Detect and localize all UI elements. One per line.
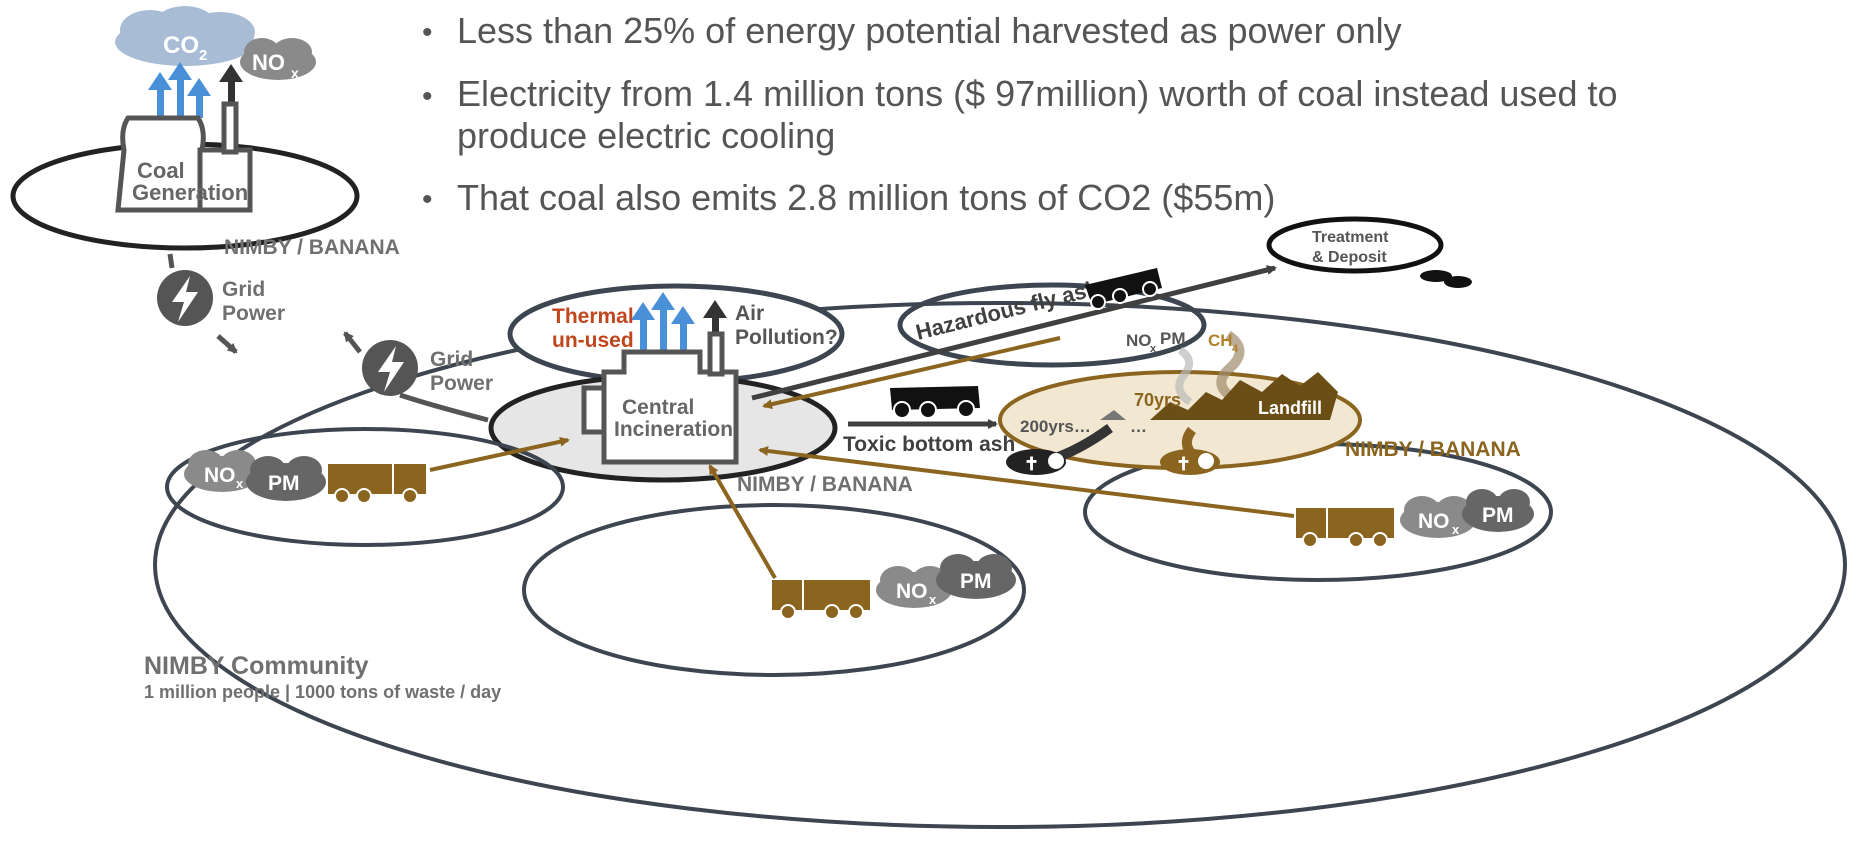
co2-subscript: 2: [199, 47, 207, 64]
bullet-2-continued: produce electric cooling: [457, 115, 836, 156]
bullet-dot: •: [422, 183, 433, 216]
years-70-label: 70yrs: [1134, 390, 1181, 410]
landfill-nox-subscript: x: [1150, 343, 1157, 355]
grid-power-label: Power: [430, 372, 493, 395]
fly-ash-ellipse: [897, 282, 1207, 368]
deposit-label: & Deposit: [1312, 249, 1387, 266]
lightning-bolt-glyph: [378, 346, 404, 392]
ash-chunk-icon: [1100, 410, 1126, 420]
left-pm-label: PM: [268, 472, 300, 495]
incinerator-heat-arrows: [631, 292, 695, 352]
bullet-dot: •: [422, 80, 433, 113]
treatment-shadow: [1444, 276, 1472, 288]
right-pm-cloud: [1462, 489, 1534, 532]
bullet-3: That coal also emits 2.8 million tons of…: [457, 177, 1276, 218]
air-pollution-label: Pollution?: [735, 326, 838, 349]
bullet-2: Electricity from 1.4 million tons ($ 97m…: [457, 73, 1618, 114]
left-nox-cloud: [184, 450, 260, 492]
grid-power-label: Grid: [430, 348, 473, 371]
landfill-label: Landfill: [1258, 398, 1322, 418]
community-left-ellipse: [165, 427, 565, 547]
landfill-nox-label: NO: [1126, 331, 1152, 350]
left-nox-subscript: x: [236, 476, 244, 491]
generation-label: Generation: [132, 180, 248, 205]
right-nox-subscript: x: [1452, 522, 1460, 537]
incinerator-building: [581, 331, 739, 465]
landfill-pm-label: PM: [1160, 329, 1186, 348]
bottom-pm-cloud: [936, 554, 1016, 599]
coal-building: [115, 101, 253, 213]
community-bottom-ellipse: [522, 503, 1026, 677]
smoke-plume: [1175, 346, 1194, 406]
grid-power-label: Grid: [222, 278, 265, 301]
treatment-ellipse: [1266, 216, 1444, 274]
grid-arrow-left: [216, 334, 238, 354]
left-nox-label: NO: [204, 464, 236, 487]
grid-arrow-mid: [343, 331, 362, 354]
fly-ash-truck-icon: [1085, 268, 1162, 310]
bottom-nox-subscript: x: [929, 592, 937, 607]
bottom-pm-label: PM: [960, 570, 992, 593]
skull-icon: [1048, 453, 1064, 469]
right-waste-truck-icon: [1296, 508, 1394, 548]
return-arrow-fly-ash: [762, 336, 1061, 410]
community-ellipse: [153, 301, 1847, 829]
methane-plume: [1216, 330, 1245, 405]
co2-cloud: [115, 6, 255, 66]
landfill-ellipsis: …: [1130, 417, 1147, 436]
right-nox-label: NO: [1418, 510, 1450, 533]
air-pollution-label: Air: [735, 302, 764, 325]
years-200-label: 200yrs…: [1020, 417, 1091, 436]
landfill-pile-icon: [1150, 372, 1338, 420]
right-waste-arrow: [758, 446, 1295, 518]
bottom-waste-arrow: [708, 464, 777, 580]
thermal-label: un-used: [552, 329, 634, 352]
coal-nimby-label: NIMBY / BANANA: [224, 236, 400, 259]
central-label: Central: [622, 396, 694, 419]
ch4-label: CH: [1208, 331, 1233, 350]
nox-label: NO: [252, 50, 285, 75]
grid-line-top: [167, 253, 175, 269]
right-pm-label: PM: [1482, 504, 1514, 527]
bottom-nox-label: NO: [896, 580, 928, 603]
coal-emission-arrow: [219, 64, 243, 104]
grid-line-mid: [399, 392, 489, 423]
grid-power-label: Power: [222, 302, 285, 325]
coal-heat-arrows: [148, 62, 211, 118]
ch4-subscript: 4: [1232, 343, 1239, 355]
footer-subtitle: 1 million people | 1000 tons of waste / …: [144, 682, 501, 702]
nox-subscript: x: [291, 65, 299, 81]
lightning-bolt-glyph: [172, 276, 198, 322]
left-pm-cloud: [246, 456, 326, 501]
incinerator-nimby-label: NIMBY / BANANA: [737, 473, 913, 496]
coal-label: Coal: [137, 158, 185, 183]
left-waste-arrow: [429, 436, 570, 472]
footer-title: NIMBY Community: [144, 652, 369, 680]
cross-glyph: ✝: [1024, 454, 1039, 474]
left-waste-truck-icon: [328, 464, 426, 504]
bottom-ash-label: Toxic bottom ash: [843, 433, 1015, 456]
fly-ash-arrow: [751, 265, 1277, 401]
nox-cloud-coal: [240, 38, 316, 80]
bottom-ash-truck-icon: [890, 386, 980, 419]
co2-label: CO: [163, 32, 199, 59]
bullet-1: Less than 25% of energy potential harves…: [457, 10, 1402, 51]
treatment-label: Treatment: [1312, 229, 1389, 246]
bullet-dot: •: [422, 16, 433, 49]
skull-icon: [1198, 453, 1214, 469]
cross-glyph: ✝: [1176, 454, 1191, 474]
bottom-waste-truck-icon: [772, 580, 870, 620]
thermal-label: Thermal: [552, 305, 634, 328]
landfill-nimby-label: NIMBY / BANANA: [1345, 438, 1521, 461]
treatment-shadow: [1420, 270, 1452, 282]
incineration-label: Incineration: [614, 418, 733, 441]
